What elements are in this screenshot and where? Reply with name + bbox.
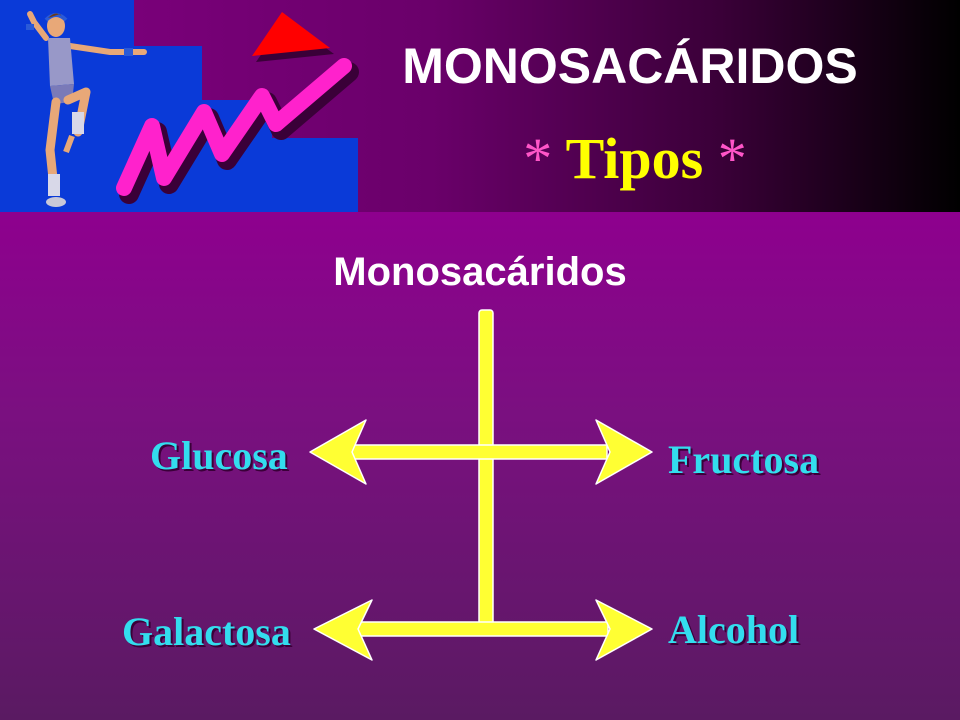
diagram-heading: Monosacáridos	[333, 250, 627, 294]
star-right: *	[717, 126, 747, 191]
athlete-clipart	[0, 0, 359, 212]
arrow-galactosa-alcohol	[313, 599, 653, 661]
slide-title: MONOSACÁRIDOS	[402, 38, 858, 94]
type-alcohol: Alcohol	[668, 607, 800, 652]
branch-diagram	[309, 309, 653, 661]
athlete-figure-icon	[26, 11, 147, 207]
zigzag-arrow-icon	[116, 12, 359, 204]
star-left: *	[523, 126, 553, 191]
vertical-stem	[478, 309, 494, 629]
arrow-glucosa-fructosa	[309, 419, 653, 485]
type-glucosa: Glucosa	[150, 433, 288, 478]
type-galactosa: Galactosa	[122, 609, 291, 654]
type-fructosa: Fructosa	[668, 437, 820, 482]
slide-subtitle: * Tipos *	[470, 126, 800, 192]
subtitle-text: Tipos	[565, 126, 704, 191]
